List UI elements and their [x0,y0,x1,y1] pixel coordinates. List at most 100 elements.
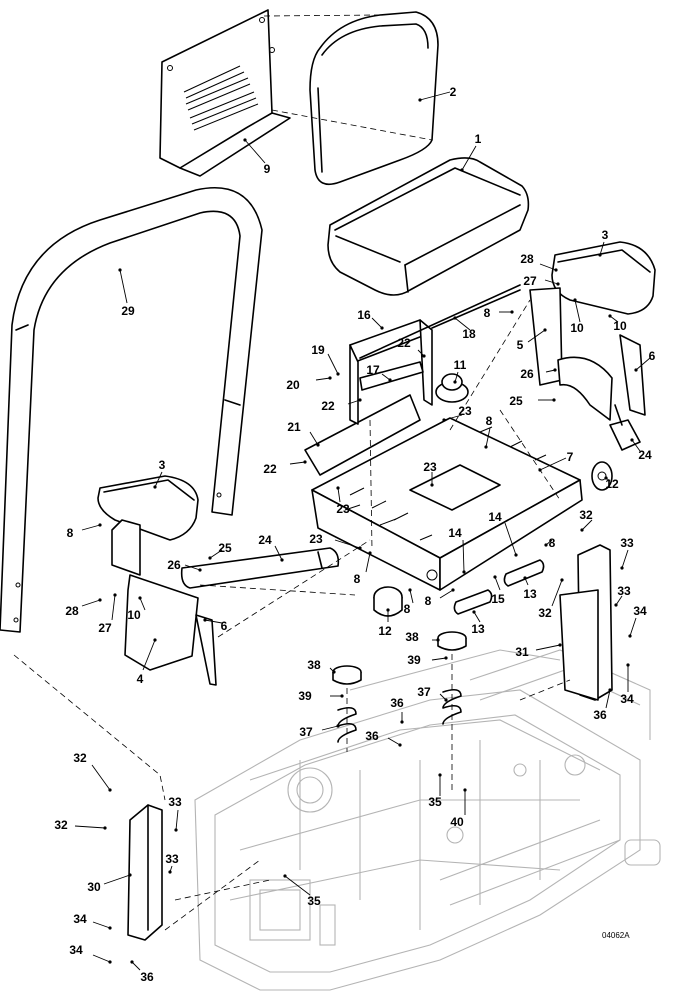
part-callout-number: 34 [73,912,87,926]
leader-line [111,594,116,621]
leader-line [81,599,101,607]
part-callout-number: 21 [287,420,301,434]
part-gas-spring-left [180,547,340,589]
leader-tip [556,282,560,286]
part-callout-number: 24 [258,533,272,547]
leader-line [544,279,559,285]
part-callout-number: 22 [263,462,277,476]
leader-line [454,317,471,331]
leader-line [371,317,383,329]
leader-tip [552,398,556,402]
leader-tip [493,575,497,579]
leader-tip [451,588,455,592]
leader-tip [630,438,634,442]
leader-tip [198,568,202,572]
part-callout-number: 23 [423,460,437,474]
leader-tip [444,656,448,660]
part-callout-number: 6 [221,619,228,633]
leader-line [315,377,331,381]
part-callout-number: 32 [54,818,68,832]
part-callout-number: 7 [567,450,574,464]
leader-line [485,427,491,448]
part-seat-switch [435,373,469,403]
leader-tip [203,618,207,622]
leader-line [175,809,179,831]
leader-line [605,689,611,709]
leader-line [244,139,266,164]
part-callout-number: 40 [450,815,464,829]
part-callout-number: 8 [67,526,74,540]
leader-tip [358,398,362,402]
leader-line [504,522,517,556]
part-callout-number: 34 [69,943,83,957]
leader-tip [118,268,122,272]
leader-line [103,874,131,885]
leader-line [184,564,201,571]
part-callout-number: 8 [486,414,493,428]
part-callout-number: 5 [517,338,524,352]
part-callout-number: 33 [617,584,631,598]
leader-tip [358,546,362,550]
part-callout-number: 9 [264,162,271,176]
part-armrest-bracket-right [529,287,646,421]
leader-line [309,431,319,446]
leader-tip [386,608,390,612]
leader-line [461,145,477,171]
part-roll-bar [0,186,263,633]
part-callout-number: 32 [73,751,87,765]
part-callout-number: 16 [357,308,371,322]
part-callout-number: 26 [167,558,181,572]
part-callout-number: 23 [458,404,472,418]
leader-tip [336,372,340,376]
leader-tip [168,870,172,874]
part-mount-bracket-left [127,804,163,941]
part-callout-number: 10 [570,321,584,335]
part-callout-number: 25 [509,394,523,408]
leader-tip [340,694,344,698]
leader-tip [598,253,602,257]
leader-line [204,619,223,624]
leader-line [81,524,101,531]
part-armrest-bracket [111,519,217,686]
part-callout-number: 23 [336,502,350,516]
part-callout-number: 8 [425,594,432,608]
leader-tip [280,558,284,562]
leader-tip [316,443,320,447]
part-spacer-tube [453,559,545,615]
part-callout-number: 28 [520,252,534,266]
leader-tip [558,643,562,647]
leader-tip [634,368,638,372]
leader-tip [438,773,442,777]
part-callout-number: 22 [397,336,411,350]
part-bumper [373,461,613,617]
leader-tip [463,788,467,792]
part-seat-cushion [327,157,530,296]
part-callout-number: 36 [390,696,404,710]
leader-line [631,439,641,452]
part-callout-number: 27 [523,274,537,288]
part-callout-number: 15 [491,592,505,606]
part-callout-number: 37 [417,685,431,699]
leader-tip [153,638,157,642]
leader-line [535,644,561,651]
leader-tip [580,528,584,532]
part-callout-number: 12 [605,477,619,491]
part-seat-slide [349,284,521,425]
part-callout-number: 36 [593,708,607,722]
assembly-lines [13,14,571,931]
leader-tip [283,874,287,878]
part-callout-number: 36 [140,970,154,984]
leader-tip [514,553,518,557]
leader-line [347,399,361,405]
part-callout-number: 33 [168,795,182,809]
leader-line [431,657,447,661]
part-callout-number: 35 [307,894,321,908]
leader-tip [332,670,336,674]
leader-line [119,269,128,304]
leader-tip [462,570,466,574]
part-callout-number: 38 [307,658,321,672]
leader-line [387,737,401,746]
leader-tip [153,485,157,489]
leader-tip [174,828,178,832]
